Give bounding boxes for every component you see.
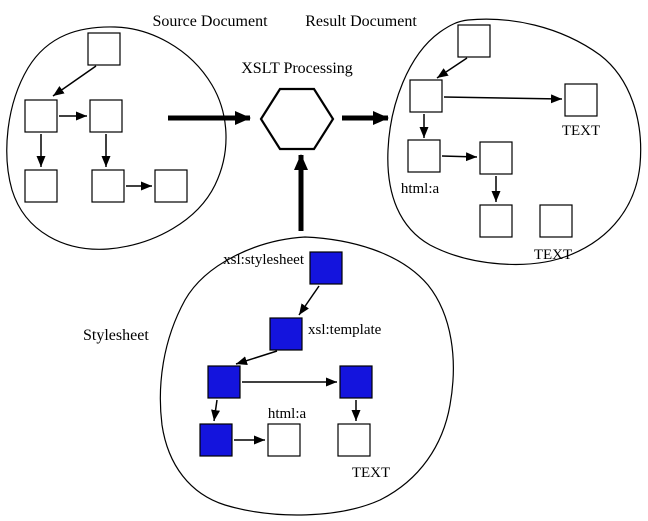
stylesheet-label: Stylesheet xyxy=(83,327,149,344)
stylesheet-edge-2-to-3 xyxy=(235,350,278,365)
result-node-2 xyxy=(409,79,443,113)
xsl-stylesheet-node xyxy=(309,251,343,285)
xsl-stylesheet-label: xsl:stylesheet xyxy=(223,252,305,268)
source-node-5 xyxy=(91,169,125,203)
result-edge-2-to-text xyxy=(443,94,563,104)
source-document-label: Source Document xyxy=(152,13,268,30)
xslt-processor-hexagon xyxy=(259,87,335,151)
result-node-5 xyxy=(479,141,513,175)
result-edge-root-to-2 xyxy=(436,57,468,79)
result-text-node-bottom xyxy=(539,204,573,238)
stylesheet-node-4 xyxy=(339,365,373,399)
result-edge-htmla-to-5 xyxy=(441,152,478,162)
source-node-4 xyxy=(24,169,58,203)
xsl-template-label: xsl:template xyxy=(308,322,382,338)
result-text-node-top xyxy=(564,83,598,117)
source-node-3 xyxy=(89,99,123,133)
result-text-bottom-label: TEXT xyxy=(534,247,572,263)
xsl-template-node xyxy=(269,317,303,351)
result-document-label: Result Document xyxy=(305,13,417,30)
result-node-6 xyxy=(479,204,513,238)
stylesheet-boundary xyxy=(159,236,454,516)
result-text-top-label: TEXT xyxy=(562,123,600,139)
result-html-a-node xyxy=(407,139,441,173)
source-edge-root-to-2 xyxy=(52,65,97,97)
xslt-processing-label: XSLT Processing xyxy=(241,60,353,77)
result-html-a-label: html:a xyxy=(401,181,440,197)
stylesheet-text-node xyxy=(337,423,371,457)
result-document-boundary xyxy=(387,18,642,266)
stylesheet-node-5 xyxy=(199,423,233,457)
stylesheet-edge-1-to-2 xyxy=(298,285,320,316)
stylesheet-text-label: TEXT xyxy=(352,465,390,481)
source-document-boundary xyxy=(6,26,227,250)
result-root-node xyxy=(457,24,491,58)
source-node-2 xyxy=(24,99,58,133)
source-root-node xyxy=(87,32,121,66)
source-node-6 xyxy=(154,169,188,203)
stylesheet-edge-3-to-5 xyxy=(211,399,221,422)
stylesheet-node-3 xyxy=(207,365,241,399)
stylesheet-html-a-label: html:a xyxy=(268,406,307,422)
stylesheet-html-a-node xyxy=(267,423,301,457)
